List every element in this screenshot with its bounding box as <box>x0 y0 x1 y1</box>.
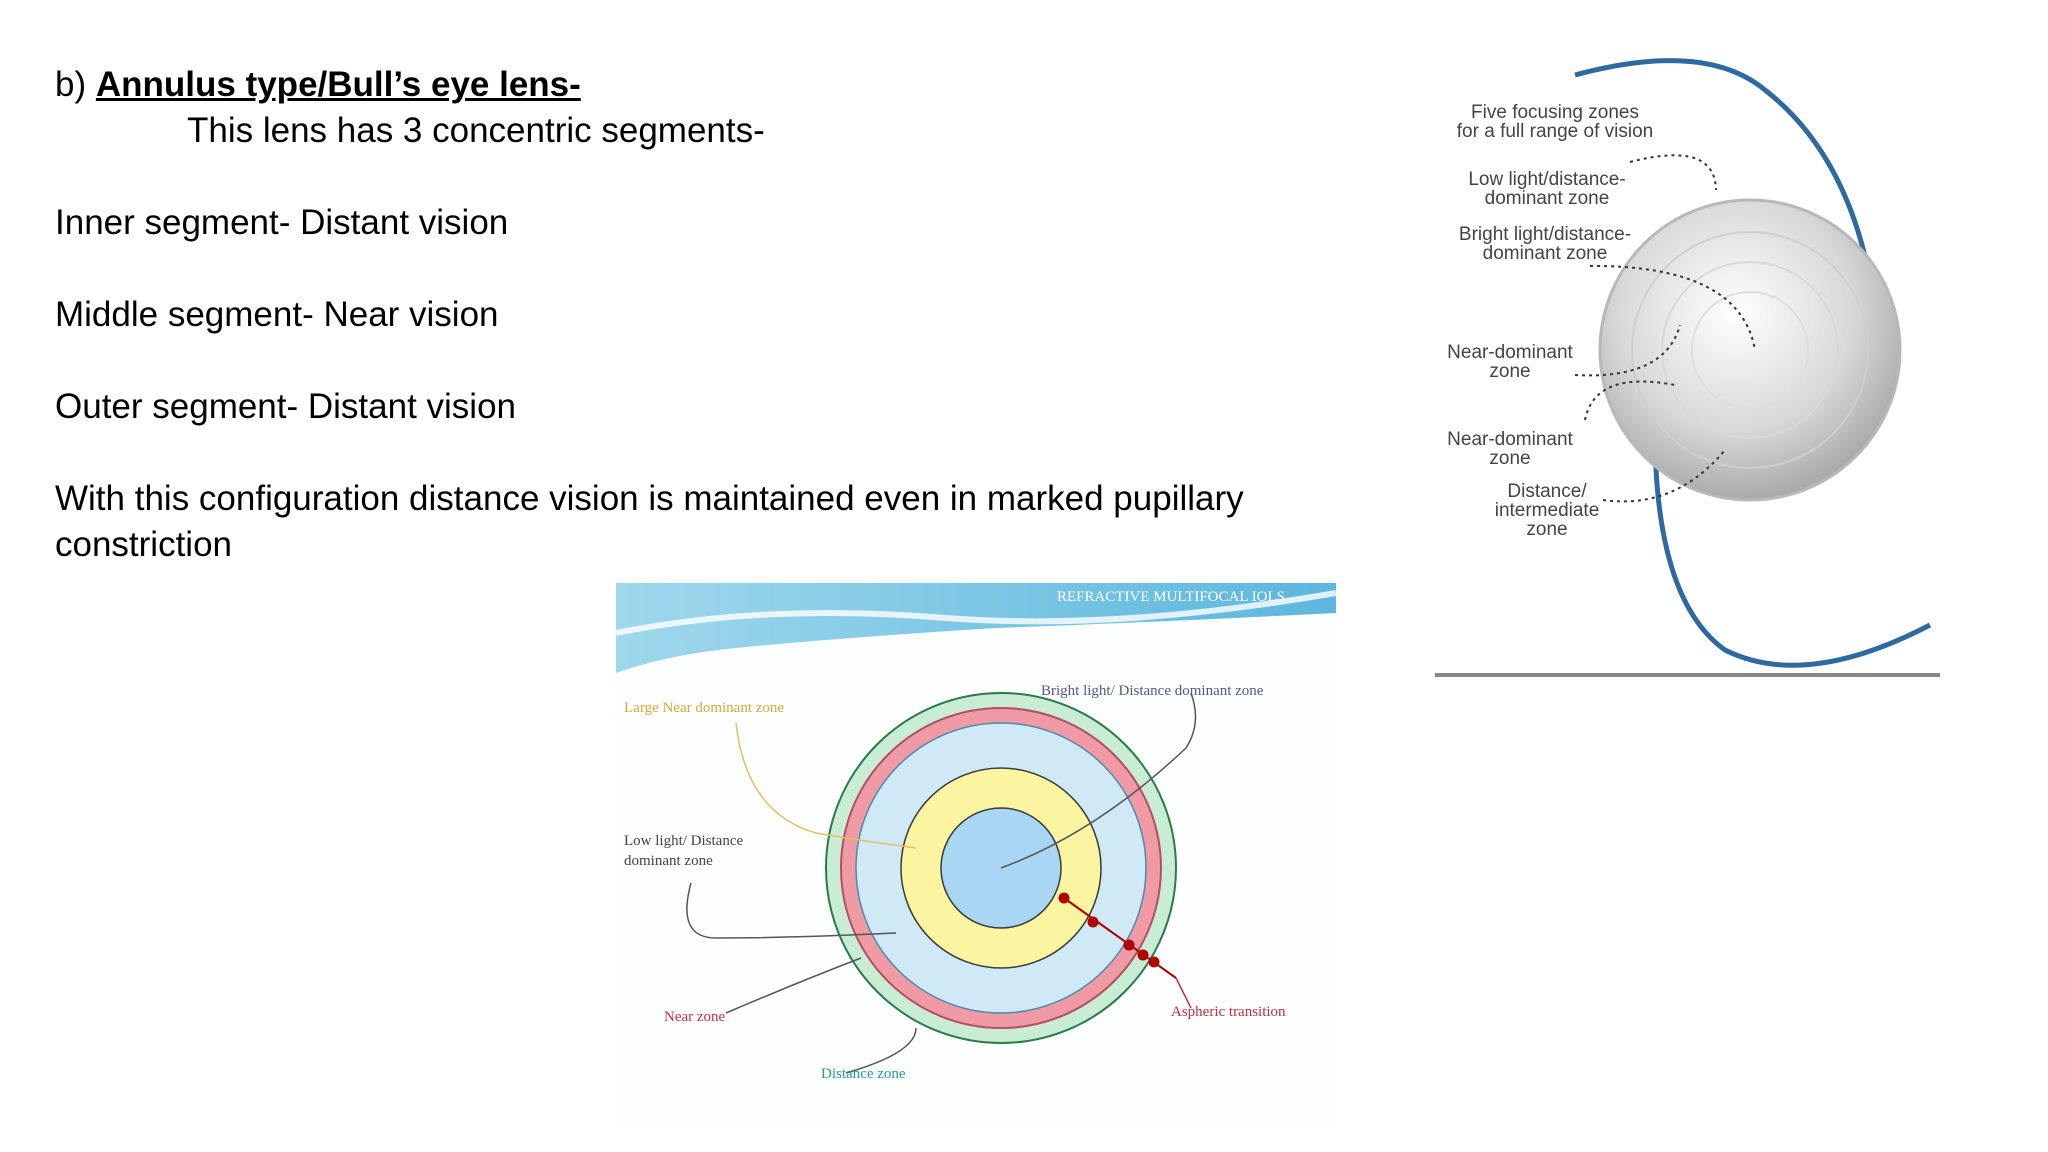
label-near-dominant-2: Near-dominant <box>1447 429 1573 450</box>
svg-text:dominant zone: dominant zone <box>1483 243 1608 264</box>
label-bright-distance: Bright light/ Distance dominant zone <box>1041 683 1264 699</box>
heading-prefix: b) <box>55 65 96 104</box>
label-low-light: Low light/ Distance <box>624 833 743 849</box>
label-large-near: Large Near dominant zone <box>624 700 784 716</box>
svg-text:intermediate: intermediate <box>1495 500 1600 521</box>
label-distance-intermediate: Distance/ <box>1507 481 1587 502</box>
label-near-dominant-1: Near-dominant <box>1447 342 1573 363</box>
outer-segment-line: Outer segment- Distant vision <box>55 387 517 426</box>
inner-segment-line: Inner segment- Distant vision <box>55 203 509 242</box>
lens-zones-figure: Five focusing zones for a full range of … <box>1425 40 1945 690</box>
label-low-light: Low light/distance- <box>1468 169 1625 190</box>
label-bright-light: Bright light/distance- <box>1459 224 1631 245</box>
intro-line: This lens has 3 concentric segments- <box>187 111 765 150</box>
heading-term: Annulus type/Bull’s eye lens- <box>95 65 581 104</box>
label-five-zones: Five focusing zones <box>1471 102 1639 123</box>
svg-text:zone: zone <box>1489 448 1530 469</box>
haptic-upper <box>1574 58 1878 311</box>
label-distance-zone: Distance zone <box>821 1066 906 1082</box>
svg-text:zone: zone <box>1526 519 1567 540</box>
conclusion-text: With this configuration distance vision … <box>55 479 1244 564</box>
middle-segment-line: Middle segment- Near vision <box>55 295 499 334</box>
label-aspheric-transition: Aspheric transition <box>1171 1004 1286 1020</box>
lens-optic <box>1598 198 1902 502</box>
heading-line: b) Annulus type/Bull’s eye lens- <box>55 62 1375 108</box>
haptic-lower <box>1652 429 1932 668</box>
banner-title: REFRACTIVE MULTIFOCAL IOLS <box>1057 589 1285 605</box>
lens-zones-diagram: Five focusing zones for a full range of … <box>1435 58 1940 677</box>
svg-text:for a full range of vision: for a full range of vision <box>1457 121 1653 142</box>
refractive-iol-figure: REFRACTIVE MULTIFOCAL IOLS Large Near do… <box>615 583 1337 1128</box>
banner-wave <box>616 583 1336 673</box>
svg-text:dominant zone: dominant zone <box>1485 188 1610 209</box>
svg-text:zone: zone <box>1489 361 1530 382</box>
svg-text:dominant zone: dominant zone <box>624 853 713 869</box>
label-near-zone: Near zone <box>664 1009 726 1025</box>
slide-text-block: b) Annulus type/Bull’s eye lens- This le… <box>55 62 1375 568</box>
refractive-iol-diagram: REFRACTIVE MULTIFOCAL IOLS Large Near do… <box>615 583 1337 1128</box>
